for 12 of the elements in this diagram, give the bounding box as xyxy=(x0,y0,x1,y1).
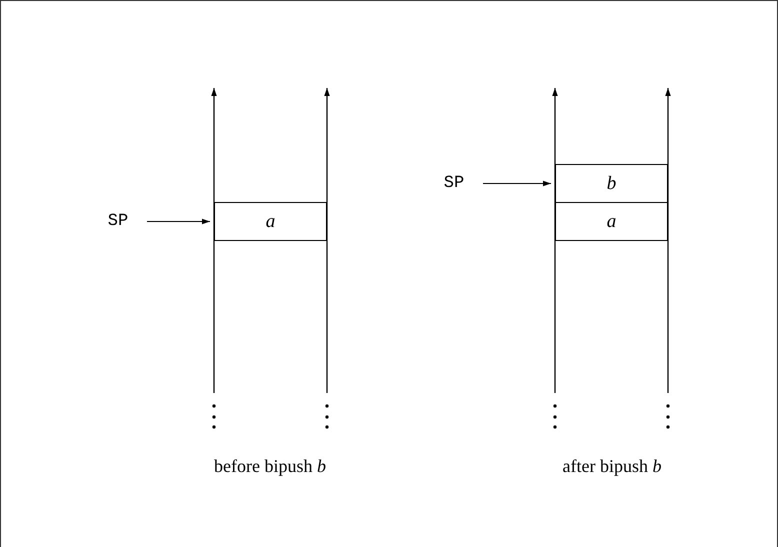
cell-value: a xyxy=(606,210,616,232)
arrow xyxy=(482,180,552,186)
cell-value: b xyxy=(606,172,616,194)
stack-pointer-label: SP xyxy=(108,212,128,230)
cell-value: a xyxy=(266,210,276,232)
caption: after bipush b xyxy=(562,456,662,477)
stack-cell xyxy=(555,202,668,241)
arrow xyxy=(146,218,210,224)
stack-pointer-label: SP xyxy=(444,174,464,192)
stack-cell xyxy=(555,164,668,203)
caption: before bipush b xyxy=(214,456,326,477)
stack-cell xyxy=(214,202,327,241)
